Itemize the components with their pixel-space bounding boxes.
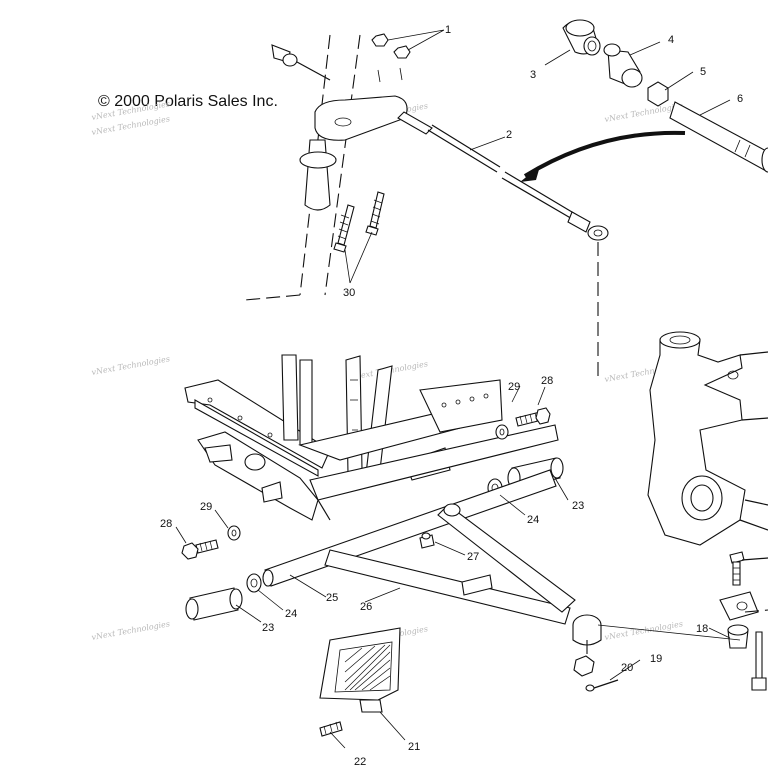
steering-post-assembly [244, 33, 609, 380]
callout-29: 29 [200, 501, 212, 513]
callout-4: 4 [668, 34, 674, 46]
callout-18: 18 [696, 623, 708, 635]
callout-labels: 1 2 3 4 5 6 30 29 28 29 28 23 24 27 25 2… [160, 24, 743, 768]
callout-2: 2 [506, 129, 512, 141]
callout-25: 25 [326, 592, 338, 604]
copyright-notice: © 2000 Polaris Sales Inc. [98, 93, 278, 110]
watermark: vNext Technologies [91, 619, 171, 642]
callout-5: 5 [700, 66, 706, 78]
callout-30: 30 [343, 287, 355, 299]
callout-19: 19 [650, 653, 662, 665]
callout-28: 28 [541, 375, 553, 387]
callout-21: 21 [408, 741, 420, 753]
callout-3: 3 [530, 69, 536, 81]
callout-1: 1 [445, 24, 451, 36]
callout-27: 27 [467, 551, 479, 563]
callout-26: 26 [360, 601, 372, 613]
callout-20: 20 [621, 662, 633, 674]
leader-lines [175, 29, 731, 749]
callout-23: 23 [572, 500, 584, 512]
callout-23: 23 [262, 622, 274, 634]
a-arm-assembly [181, 407, 741, 737]
spindle-assembly [647, 331, 768, 691]
watermark: vNext Technologies [91, 354, 171, 377]
callout-24: 24 [527, 514, 539, 526]
callout-29: 29 [508, 381, 520, 393]
callout-6: 6 [737, 93, 743, 105]
frame-section [184, 354, 559, 521]
callout-28: 28 [160, 518, 172, 530]
tie-rod-end-parts [520, 19, 768, 182]
callout-24: 24 [285, 608, 297, 620]
callout-22: 22 [354, 756, 366, 768]
watermark: vNext Technologies [604, 619, 684, 642]
